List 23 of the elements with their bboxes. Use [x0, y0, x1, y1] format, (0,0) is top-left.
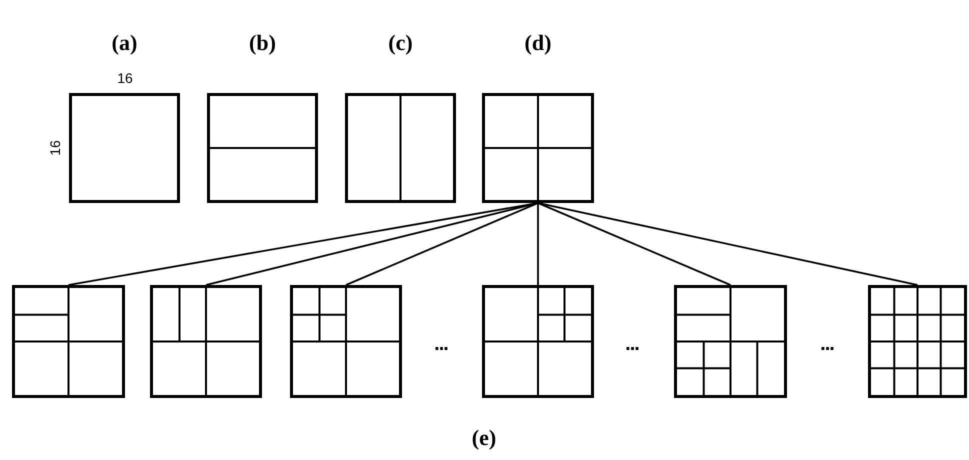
- partition-square: [482, 285, 594, 398]
- panel-label: (a): [112, 30, 138, 56]
- panel-label: (c): [388, 30, 413, 56]
- dimension-label: 16: [47, 140, 63, 156]
- partition-square: [674, 285, 787, 398]
- partition-square: [207, 93, 318, 203]
- ellipsis: ...: [820, 333, 834, 356]
- connector-line: [537, 203, 539, 285]
- partition-square: [345, 93, 456, 203]
- ellipsis: ...: [625, 333, 639, 356]
- partition-square: [69, 93, 180, 203]
- panel-label: (e): [472, 425, 496, 451]
- panel-label: (d): [524, 30, 552, 56]
- ellipsis: ...: [434, 333, 448, 356]
- partition-square: [150, 285, 262, 398]
- panel-label: (b): [249, 30, 276, 56]
- partition-square: [482, 93, 594, 203]
- dimension-label: 16: [117, 70, 133, 86]
- partition-square: [12, 285, 125, 398]
- connector-line: [538, 202, 731, 286]
- partition-square: [290, 285, 402, 398]
- partition-square: [868, 285, 967, 398]
- connector-line: [346, 202, 538, 286]
